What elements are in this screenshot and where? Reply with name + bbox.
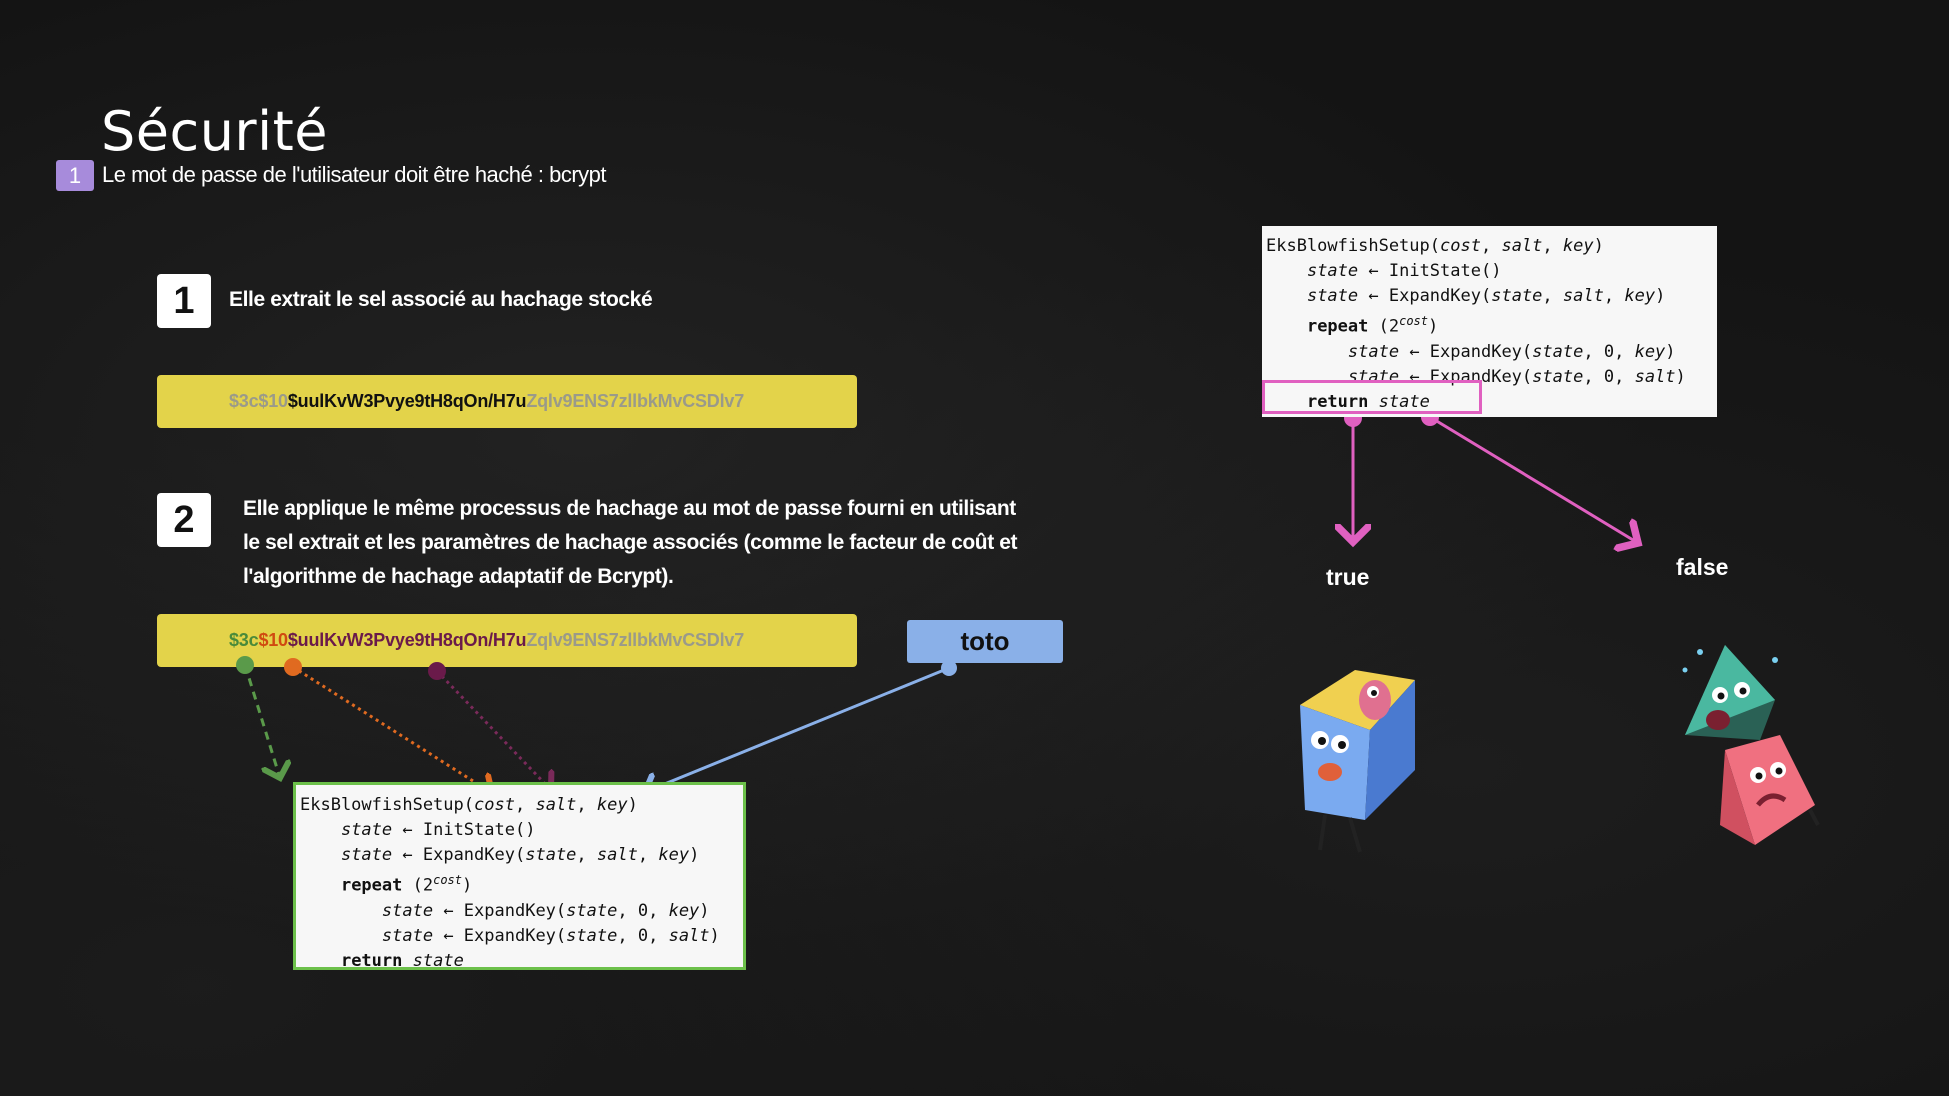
return-highlight [1262, 380, 1482, 414]
hash-cost: $10 [258, 630, 288, 650]
step-2-line: Elle applique le même processus de hacha… [243, 497, 1016, 520]
page-title: Sécurité [101, 100, 329, 163]
password-box: toto [907, 620, 1063, 663]
dot-key [941, 660, 957, 676]
stored-hash-bar: $3c$10$uulKvW3Pvye9tH8qOn/H7uZqlv9ENS7zl… [157, 375, 857, 428]
arrow-salt [435, 669, 551, 790]
dot-salt [428, 662, 446, 680]
hash-version: $3c [229, 630, 259, 650]
happy-character-illustration [1300, 670, 1415, 853]
step-2-text: Elle applique le même processus de hacha… [243, 492, 1018, 594]
algorithm-box-left: EksBlowfishSetup(cost, salt, key) state … [293, 782, 746, 971]
algorithm-box-right: EksBlowfishSetup(cost, salt, key) state … [1262, 226, 1717, 417]
step-2-line: l'algorithme de hachage adaptatif de Bcr… [243, 565, 674, 588]
subtitle-badge: 1 [56, 160, 94, 191]
hash-prefix: $3c$10 [229, 391, 288, 411]
false-label: false [1676, 554, 1729, 580]
hash-salt: $uulKvW3Pvye9tH8qOn/H7u [287, 630, 527, 650]
step-2-number: 2 [157, 493, 211, 547]
arrow-key [645, 666, 950, 792]
sad-characters-illustration [1682, 645, 1820, 845]
parsed-hash-bar: $3c$10$uulKvW3Pvye9tH8qOn/H7uZqlv9ENS7zl… [157, 614, 857, 667]
hash-salt: $uulKvW3Pvye9tH8qOn/H7u [287, 391, 527, 411]
arrow-cost [292, 665, 492, 793]
arrow-false [1429, 415, 1638, 543]
hash-digest: Zqlv9ENS7zllbkMvCSDlv7 [526, 630, 745, 650]
dot-version [236, 656, 254, 674]
true-label: true [1326, 564, 1370, 590]
arrow-version [243, 664, 280, 778]
step-1-text: Elle extrait le sel associé au hachage s… [229, 288, 653, 311]
hash-digest: Zqlv9ENS7zllbkMvCSDlv7 [526, 391, 745, 411]
page-subtitle: Le mot de passe de l'utilisateur doit êt… [102, 162, 607, 187]
step-2-line: le sel extrait et les paramètres de hach… [243, 531, 1018, 554]
dot-cost [284, 658, 302, 676]
step-1-number: 1 [157, 274, 211, 328]
